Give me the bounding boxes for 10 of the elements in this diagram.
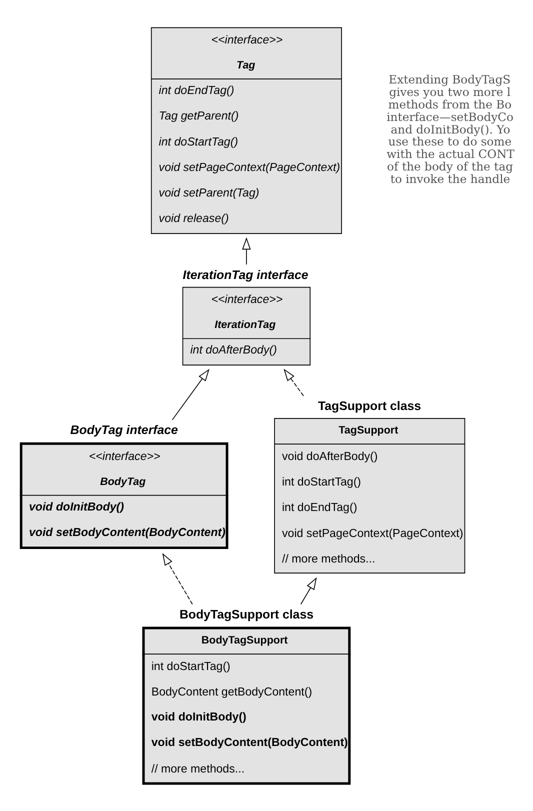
arrow — [300, 576, 317, 604]
label: Extending BodyTagS gives you two more l methods from the Bo interface—setBodyCo and doInitBody(). Yo use these to do some with the actual CONT of the body of the tag to invoke the handle — [386, 72, 514, 186]
arrow — [172, 368, 210, 420]
arrow — [242, 236, 251, 264]
arrow — [162, 552, 193, 604]
node-label: BodyTag interface — [70, 422, 178, 437]
arrow — [284, 368, 304, 396]
node-label: BodyTagSupport class — [179, 607, 314, 622]
node-label: IterationTag interface — [182, 268, 308, 282]
node-label: TagSupport class — [318, 398, 422, 413]
